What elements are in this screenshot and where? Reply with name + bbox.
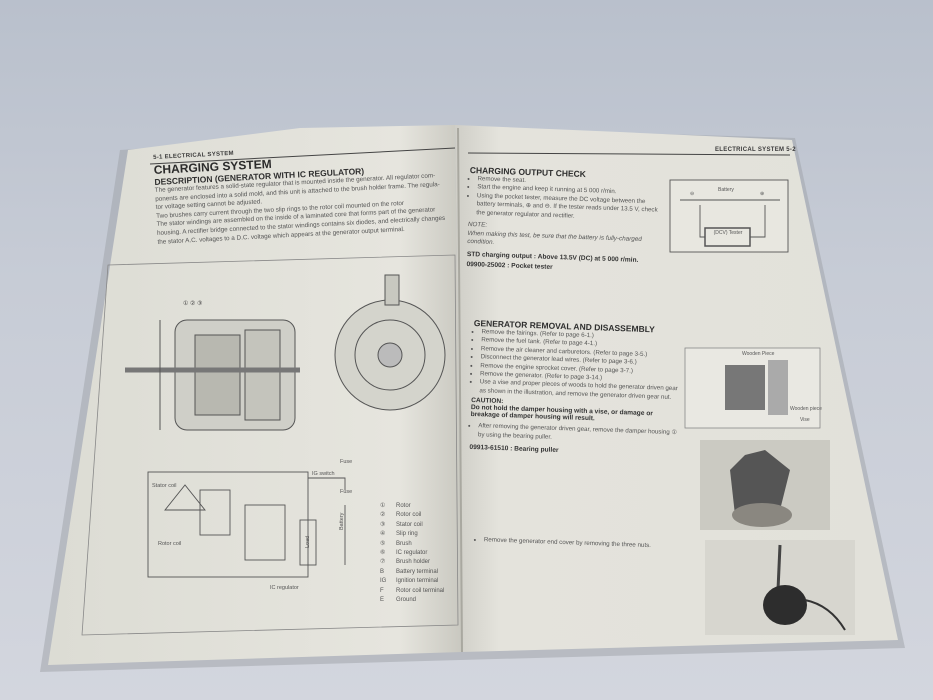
tester-diagram-minus: ⊖ [690,191,695,197]
end-cover-photo [705,540,855,635]
left-page-text: 5-1 ELECTRICAL SYSTEM CHARGING SYSTEM DE… [153,139,467,247]
diagram-label-ic-regulator: IC regulator [270,585,299,591]
diagram-label-stator: Stator coil [152,483,177,489]
diagram-label-load: Load [305,535,311,548]
vise-illustration [684,347,821,429]
step-item: After removing the generator driven gear… [478,422,682,446]
vise-label-vise: Vise [800,417,810,423]
right-header-rule [467,152,791,156]
vise-label-wooden-piece: Wooden piece [790,406,822,412]
diagram-label-ig-switch: IG switch [312,471,335,477]
diagram-label-fuse: Fuse [340,459,353,465]
wiring-diagram [147,471,346,578]
step-item: Using the pocket tester, measure the DC … [476,192,659,224]
book-spine [457,127,463,653]
generator-end-view-drawing [334,274,446,411]
generator-removal-section: GENERATOR REMOVAL AND DISASSEMBLY Remove… [469,318,686,458]
tester-diagram [669,179,789,253]
generator-cutaway-drawing: ① ② ③ [125,300,300,431]
diagram-frame [81,254,459,636]
svg-text:① ② ③: ① ② ③ [183,300,202,307]
left-header-rule [149,147,456,165]
vise-label-wooden-piece-top: Wooden Piece [742,351,775,357]
tester-diagram-plus: ⊕ [760,191,765,197]
bearing-puller-photo [700,440,830,530]
diagram-label-fuse-2: Fuse [340,489,353,495]
diagram-label-battery: Battery [339,512,345,530]
charging-output-check: CHARGING OUTPUT CHECK Remove the seat. S… [466,165,659,274]
tester-diagram-battery: Battery [718,187,734,193]
tester-diagram-tester: (DCV) Tester [713,230,743,236]
right-page-header: ELECTRICAL SYSTEM 5-2 [715,147,796,153]
diagram-label-rotor: Rotor coil [158,541,182,547]
